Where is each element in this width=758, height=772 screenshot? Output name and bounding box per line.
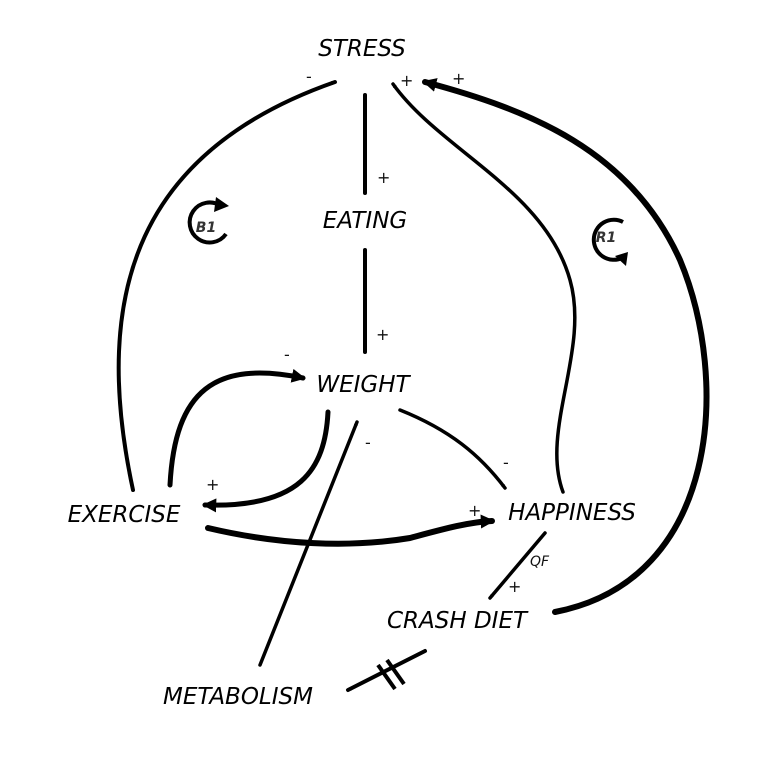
node-metabolism: METABOLISM <box>163 684 313 710</box>
polarity-exercise-stress: - <box>306 67 312 86</box>
edge-happiness-to-stress <box>391 82 577 494</box>
polarity-metabolism-weight: - <box>365 433 371 452</box>
polarity-weight-exercise: + <box>206 475 219 494</box>
polarity-eating-weight: + <box>376 325 389 344</box>
tag-happiness-crashdiet-qf: QF <box>530 554 550 570</box>
node-exercise: EXERCISE <box>68 502 181 528</box>
edge-weight-to-happiness <box>398 408 507 490</box>
node-stress: STRESS <box>318 36 406 62</box>
edge-exercise-to-weight <box>167 368 306 488</box>
polarity-exercise-happiness: + <box>468 501 481 520</box>
polarity-exercise-weight: - <box>284 345 290 364</box>
node-happiness: HAPPINESS <box>508 500 636 526</box>
loop-b1-label: B1 <box>196 220 216 236</box>
node-weight: WEIGHT <box>316 372 411 398</box>
edge-metabolism-to-weight <box>258 420 359 667</box>
edge-exercise-to-happiness <box>205 514 495 547</box>
polarity-happiness-crashdiet: + <box>508 577 521 596</box>
node-crash-diet: CRASH DIET <box>387 608 529 634</box>
edge-crashdiet-to-metabolism <box>346 649 427 692</box>
delay-mark <box>376 658 406 691</box>
edge-happiness-to-crashdiet <box>488 531 547 600</box>
node-eating: EATING <box>323 208 407 234</box>
edge-crashdiet-to-stress <box>422 78 710 615</box>
edge-exercise-to-stress <box>116 80 337 492</box>
polarity-weight-happiness: - <box>503 453 509 472</box>
edge-weight-to-exercise <box>202 409 331 513</box>
polarity-crashdiet-stress: + <box>452 69 465 88</box>
loop-b1: B1 <box>187 197 229 245</box>
polarity-stress-eating: + <box>377 168 390 187</box>
loop-r1-label: R1 <box>596 230 617 246</box>
polarity-happiness-stress: + <box>400 71 413 90</box>
loop-r1: R1 <box>591 217 628 266</box>
